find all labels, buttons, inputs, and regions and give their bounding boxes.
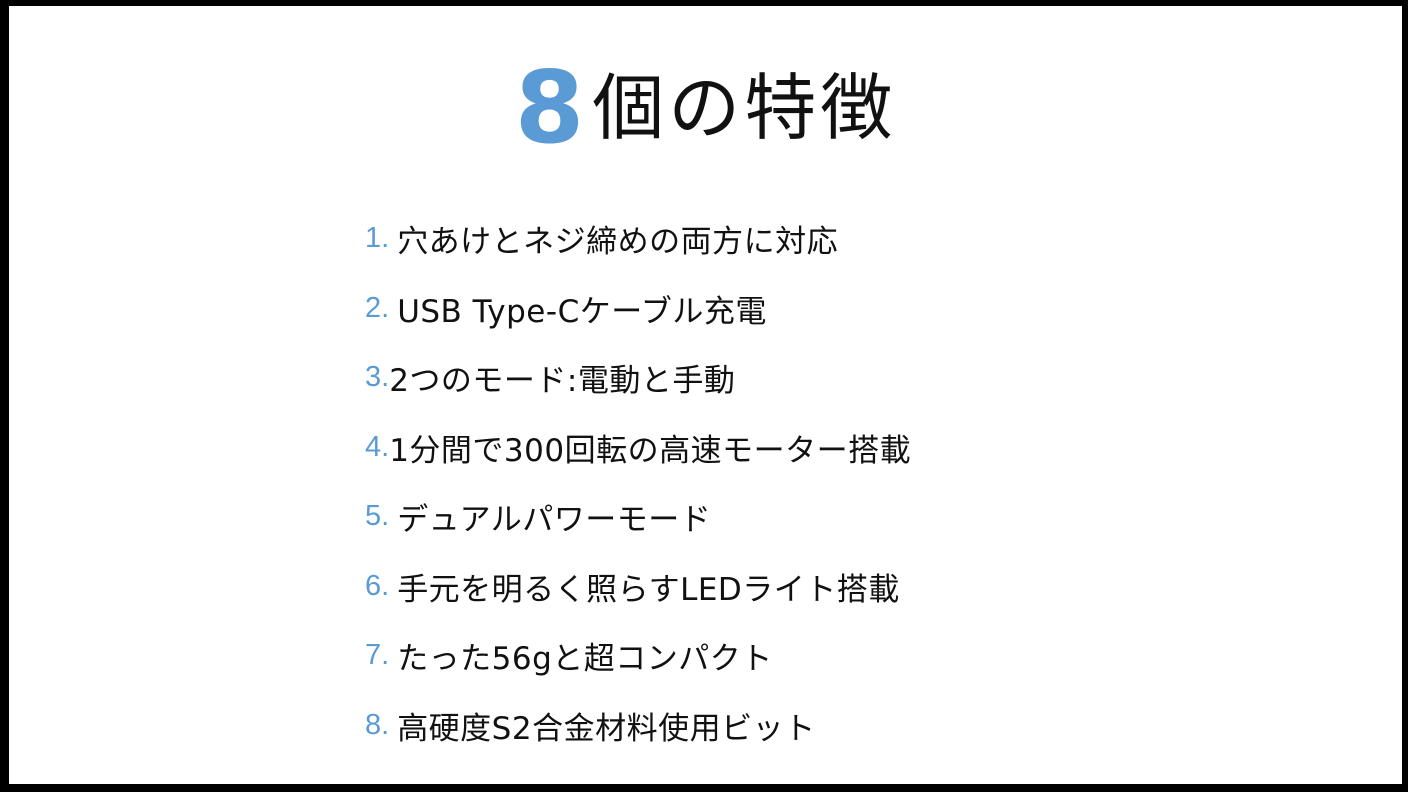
feature-text: 手元を明るく照らすLEDライト搭載 <box>397 571 900 608</box>
feature-text: 高硬度S2合金材料使用ビット <box>397 710 816 747</box>
title-text: 個の特徴 <box>592 66 897 150</box>
feature-number: 4. <box>365 430 390 463</box>
feature-text: USB Type-Cケーブル充電 <box>397 293 767 330</box>
feature-item-5: 5. デュアルパワーモード <box>365 482 911 552</box>
title-number: 8 <box>514 49 585 166</box>
feature-text: デュアルパワーモード <box>397 502 712 539</box>
feature-item-7: 7. たった56gと超コンパクト <box>365 621 911 691</box>
feature-text: 1分間で300回転の高速モーター搭載 <box>389 432 912 469</box>
feature-number: 2. <box>365 291 390 324</box>
feature-item-3: 3. 2つのモード:電動と手動 <box>365 343 911 413</box>
feature-number: 8. <box>365 708 390 741</box>
feature-number: 7. <box>365 639 390 672</box>
feature-text: 穴あけとネジ締めの両方に対応 <box>397 224 839 261</box>
feature-item-6: 6. 手元を明るく照らすLEDライト搭載 <box>365 552 911 622</box>
feature-item-4: 4. 1分間で300回転の高速モーター搭載 <box>365 413 911 483</box>
feature-item-2: 2. USB Type-Cケーブル充電 <box>365 274 911 344</box>
feature-item-1: 1. 穴あけとネジ締めの両方に対応 <box>365 204 911 274</box>
feature-number: 6. <box>365 569 390 602</box>
feature-list: 1. 穴あけとネジ締めの両方に対応 2. USB Type-Cケーブル充電 3.… <box>365 204 911 760</box>
feature-number: 3. <box>365 361 390 394</box>
feature-text: 2つのモード:電動と手動 <box>389 363 736 400</box>
feature-text: たった56gと超コンパクト <box>397 641 773 678</box>
feature-number: 1. <box>365 222 390 255</box>
feature-item-8: 8. 高硬度S2合金材料使用ビット <box>365 691 911 761</box>
feature-number: 5. <box>365 500 390 533</box>
